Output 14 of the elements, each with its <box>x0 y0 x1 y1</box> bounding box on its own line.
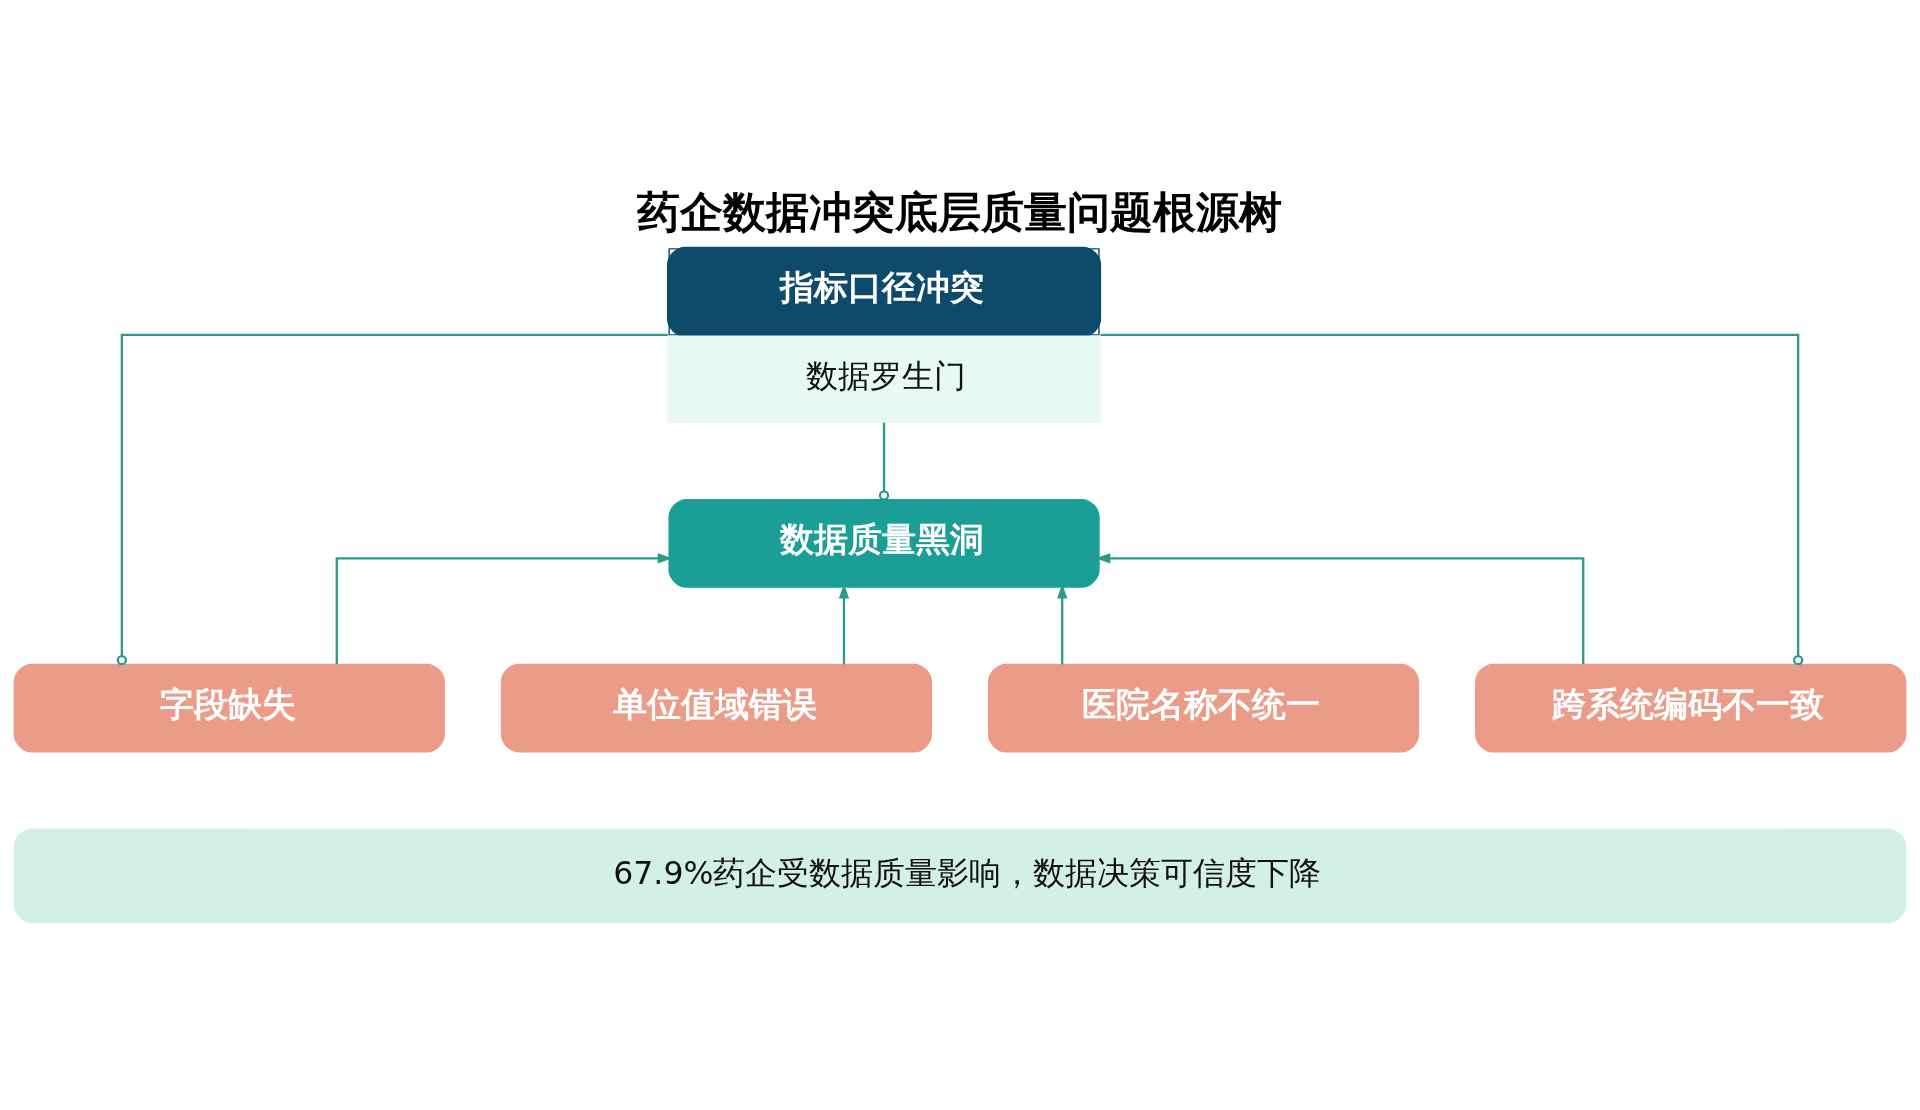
arrow <box>838 583 850 664</box>
node-box: 单位值域错误 <box>500 663 933 752</box>
connector <box>878 422 890 501</box>
arrow <box>1057 583 1068 664</box>
node-box: 跨系统编码不一致 <box>1475 663 1907 752</box>
arrow <box>1095 552 1585 664</box>
arrow <box>335 552 673 664</box>
node-box: 字段缺失 <box>13 663 445 752</box>
diagram-title: 药企数据冲突底层质量问题根源树 <box>636 186 1282 237</box>
node-box: 数据质量黑洞 <box>668 498 1100 588</box>
node-box: 67.9%药企受数据质量影响，数据决策可信度下降 <box>13 827 1907 923</box>
node-box: 医院名称不统一 <box>987 663 1420 752</box>
connector <box>1100 333 1804 665</box>
connector <box>116 333 668 665</box>
